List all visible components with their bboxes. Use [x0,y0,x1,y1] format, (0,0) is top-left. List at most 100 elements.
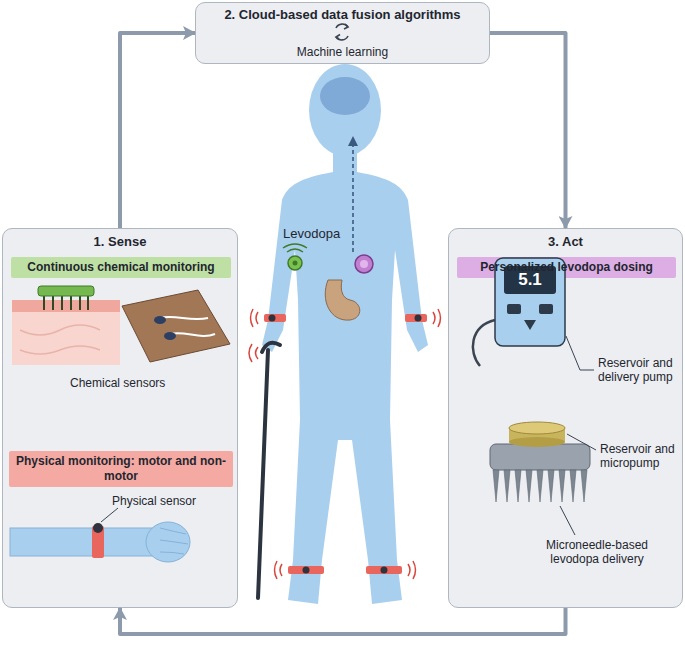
cycle-icon [336,35,340,40]
microneedle-sensor [38,286,94,310]
wearable-bands [405,314,427,322]
microneedle-sensor [43,296,45,310]
flexible-sensor-patch [122,290,230,362]
signal-waves [438,309,441,327]
sensor-label: Physical sensor [112,494,222,508]
micropump-patch [515,470,521,502]
wearable-bands [303,567,310,574]
drug-label: Levodopa [283,226,345,241]
physical-band: Physical monitoring: motor and non-motor [9,451,233,487]
delivery-pump [473,258,594,370]
band-title: Personalized levodopa dosing [463,260,670,275]
ingestible-sensor [283,244,307,270]
stomach [325,280,360,320]
delivery-pump [507,304,521,314]
panel-title: 1. Sense [11,234,229,250]
delivery-pump [504,266,556,294]
levodopa-capsule [355,255,373,273]
arm-with-sensor [10,528,154,556]
arm-with-sensor [160,528,188,554]
levodopa-capsule [355,255,373,273]
cycle-icon [344,24,348,29]
signal-waves [433,312,435,324]
arm-with-sensor [10,508,190,562]
micropump-patch [509,422,565,434]
signal-waves [249,309,441,579]
skin-section [12,300,120,312]
signal-waves [251,309,254,327]
cane [262,343,280,352]
dosing-band: Personalized levodopa dosing [457,257,676,278]
device-label: Microneedle-based levodopa delivery [522,538,672,566]
microneedle-sensor [38,286,94,296]
panel-title: 3. Act [457,234,674,250]
micropump-patch [537,470,543,502]
signal-waves [256,312,258,324]
wearable-bands [415,315,422,322]
micropump-patch [570,470,576,502]
ingestible-sensor [283,244,307,248]
levodopa-capsule [360,260,368,268]
microneedle-sensor [61,296,63,310]
panel-title: 2. Cloud-based data fusion algorithms [204,7,481,23]
signal-waves [275,561,278,579]
flexible-sensor-patch [122,290,230,362]
micropump-patch [548,470,554,502]
delivery-pump [539,304,553,314]
wearable-bands [381,567,388,574]
cycle-icon [336,24,348,28]
micropump-patch [567,434,596,450]
arm-with-sensor [101,508,118,522]
device-label: Reservoir and micropump [600,442,678,470]
wearable-bands [264,314,286,322]
arm-with-sensor [146,522,190,562]
device-label: Reservoir and delivery pump [598,356,678,384]
cane [258,350,268,598]
wearable-bands [264,314,427,574]
wearable-bands [366,566,402,574]
patient-figure [309,64,381,156]
microneedle-sensor [52,296,54,310]
cloud-panel: 2. Cloud-based data fusion algorithmsMac… [195,2,490,64]
skin-section [20,346,100,354]
wearable-bands [269,315,276,322]
micropump-patch [526,470,532,502]
sensor-label: Chemical sensors [70,376,180,390]
skin-section [20,325,100,335]
micropump-patch [560,506,575,535]
arm-with-sensor [93,523,103,533]
delivery-pump [524,320,536,330]
skin-section [12,300,120,365]
wearable-bands [288,566,324,574]
ingestible-sensor [287,249,303,252]
display-value: 5.1 [504,270,556,289]
microneedle-sensor [70,296,72,310]
skin-section [12,312,120,365]
levodopa-path [352,142,354,252]
panel-subtitle: Machine learning [204,45,481,59]
micropump-patch [493,470,499,502]
cycle-icon [336,24,348,40]
ingestible-sensor [288,256,302,270]
signal-waves [280,564,282,576]
micropump-patch [490,422,596,535]
signal-waves [408,564,410,576]
flexible-sensor-patch [164,332,176,340]
cycle-arrow [120,608,566,634]
micropump-patch [490,444,590,470]
chemical-band: Continuous chemical monitoring [11,257,231,278]
ingestible-sensor [293,261,298,266]
cycle-arrow [490,33,566,228]
micropump-patch [581,470,587,502]
patient-figure [262,150,428,604]
micropump-patch [493,470,587,502]
micropump-patch [559,470,565,502]
signal-waves [249,344,252,362]
delivery-pump [473,320,495,366]
micropump-patch [504,470,510,502]
levodopa-path [348,136,358,146]
levodopa-path [348,136,358,252]
cane [258,343,280,598]
flexible-sensor-patch [154,316,166,324]
cycle-arrow [120,33,195,228]
